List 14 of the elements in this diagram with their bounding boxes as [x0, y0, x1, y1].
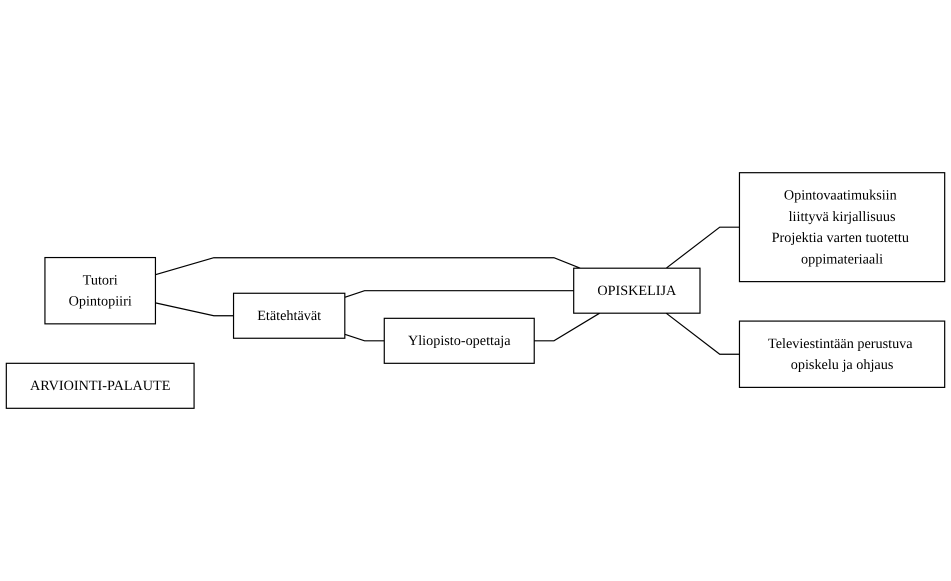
node-box: Televiestintään perustuva opiskelu ja ohjaus — [738, 320, 946, 388]
node-box: Opintovaatimuksiin liittyvä kirjallisuus Projektia varten tuotettu oppimateriaali — [738, 172, 946, 282]
connector — [344, 334, 384, 342]
connector — [534, 312, 600, 342]
connector — [155, 257, 580, 276]
node-box: Etätehtävät — [232, 292, 346, 339]
connector — [666, 312, 740, 355]
node-box: Tutori Opintopiiri — [44, 256, 156, 324]
connector — [666, 226, 740, 269]
connector — [344, 290, 574, 298]
node-box: OPISKELIJA — [573, 268, 701, 314]
node-box: Yliopisto-opettaja — [384, 318, 535, 364]
node-box: ARVIOINTI-PALAUTE — [6, 362, 195, 409]
connector — [155, 302, 234, 316]
